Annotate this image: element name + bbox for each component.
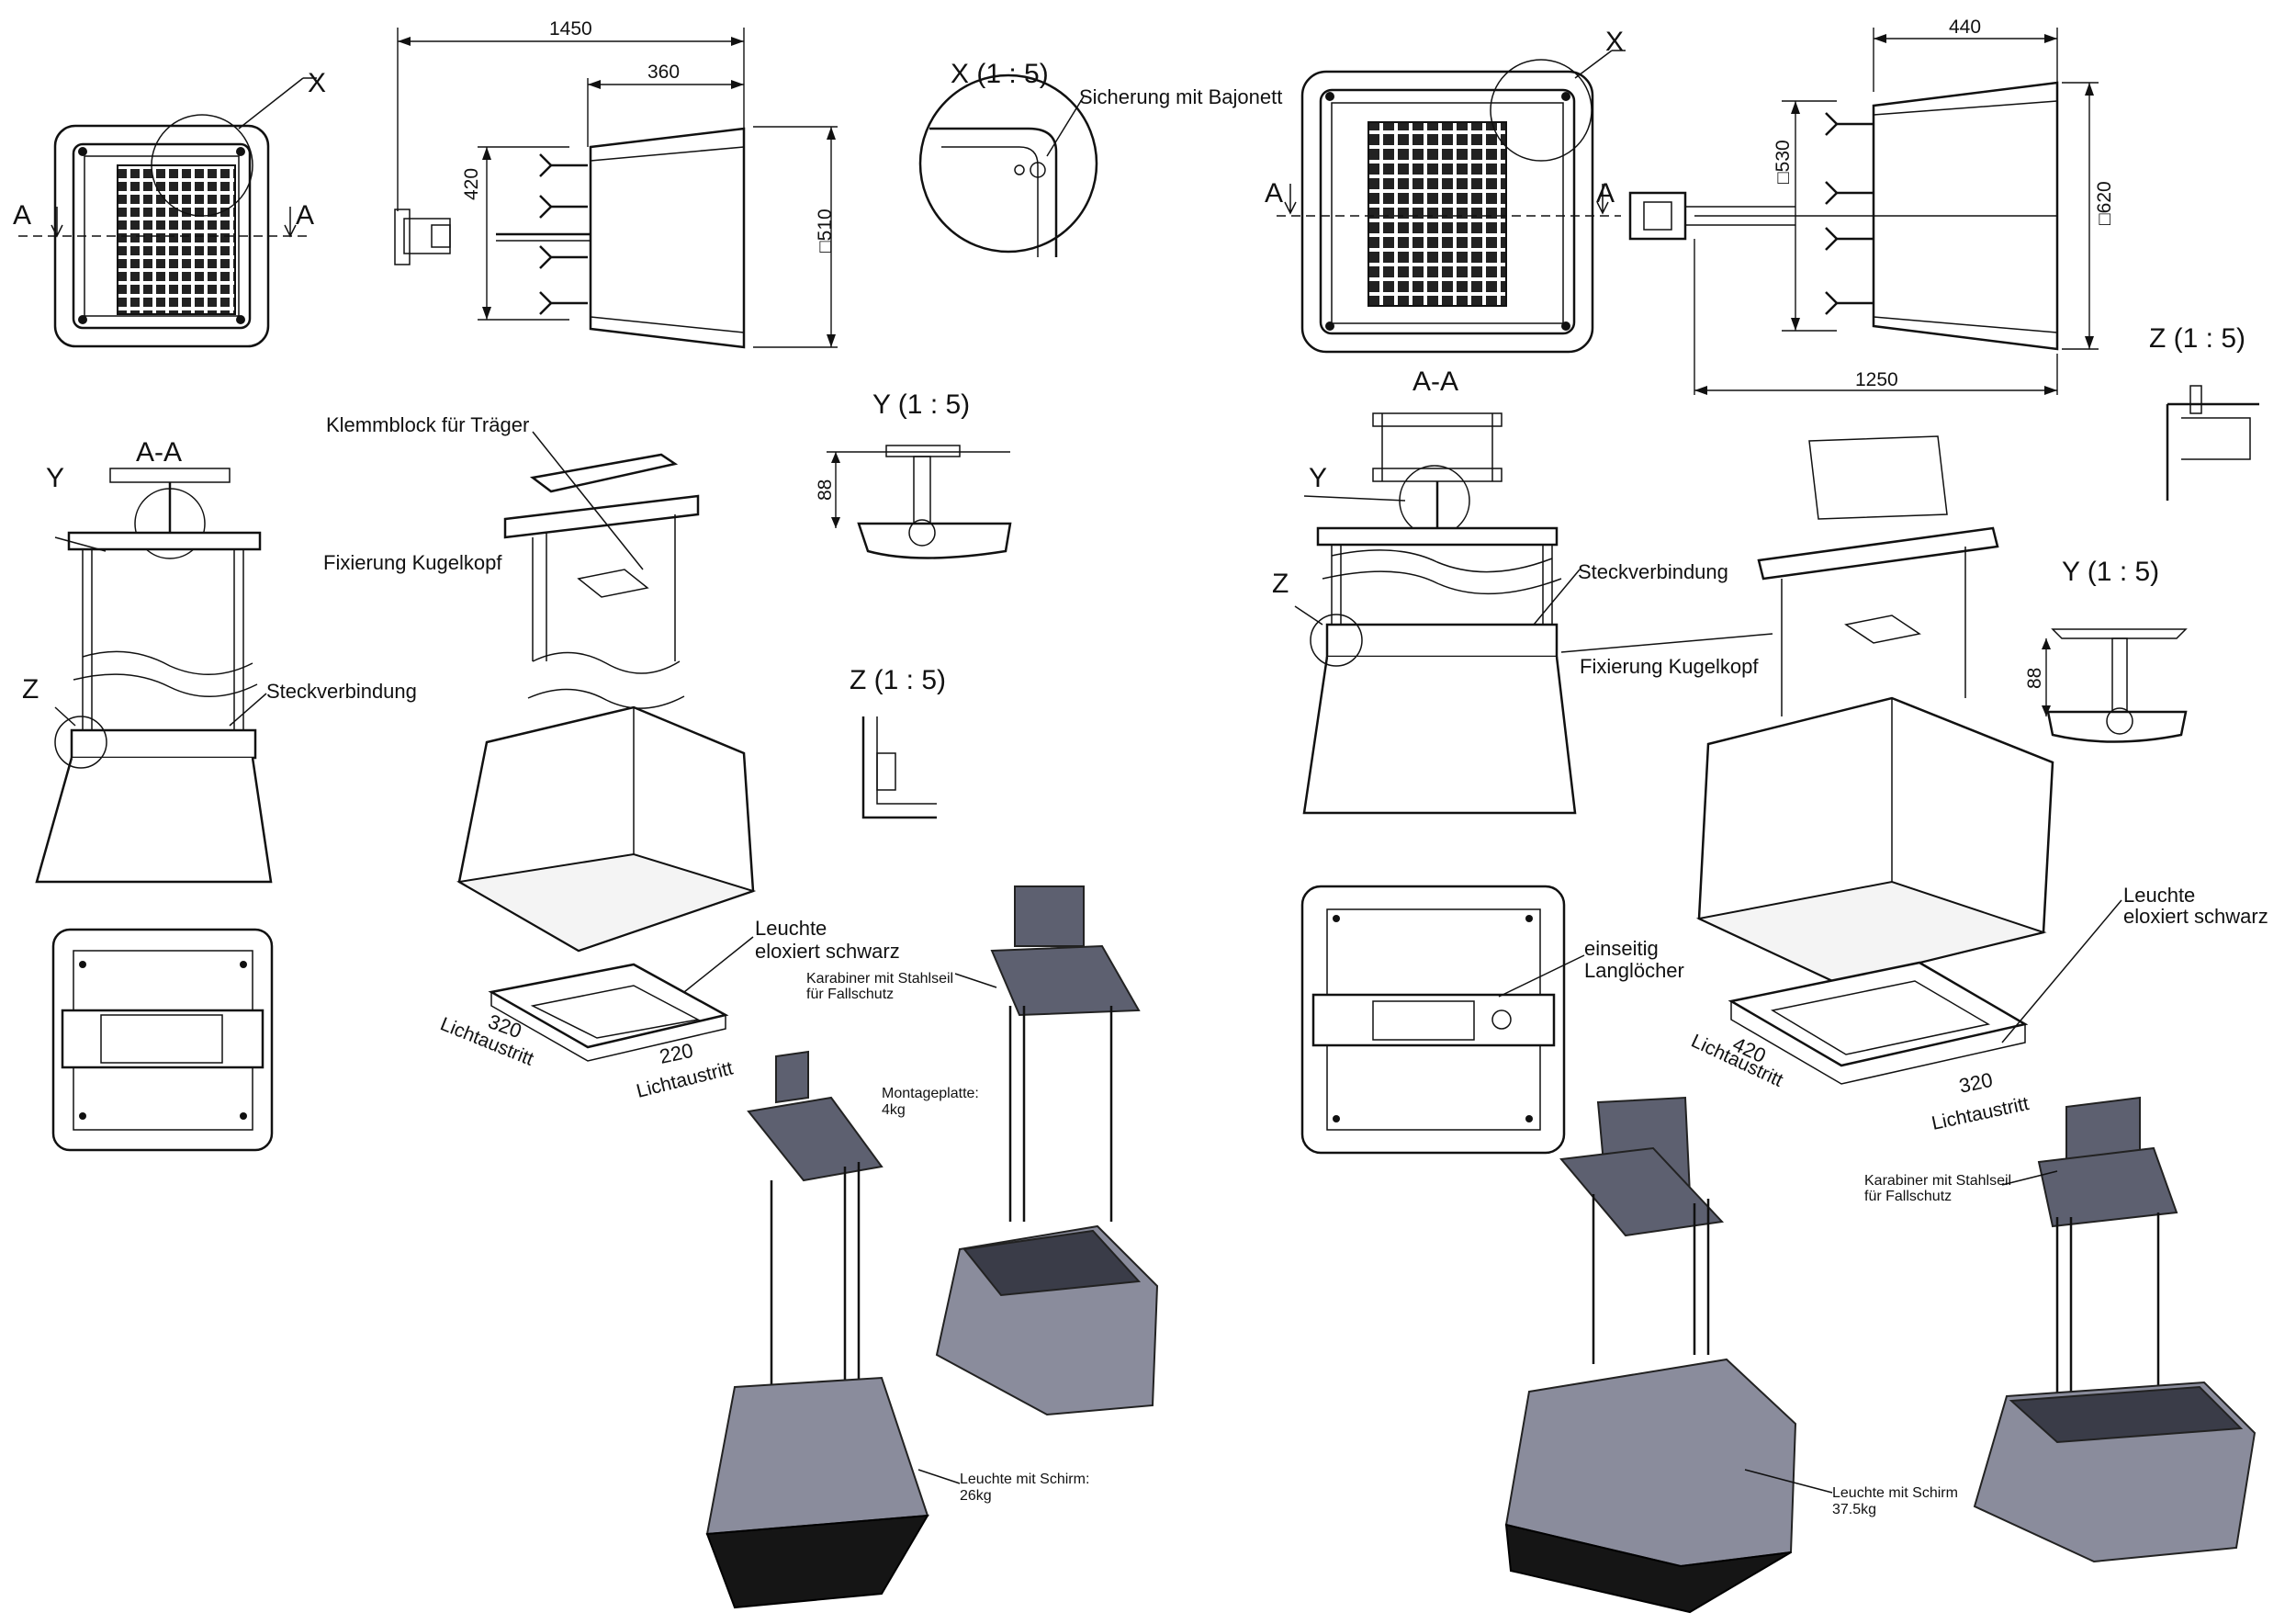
left-detail-z-title: Z (1 : 5) — [850, 665, 946, 695]
right-leuchte-1: Leuchte — [2123, 884, 2195, 907]
right-fix-label: Fixierung Kugelkopf — [1580, 655, 1759, 678]
right-schirm-1: Leuchte mit Schirm — [1832, 1485, 1958, 1501]
right-iso-right — [1973, 1096, 2257, 1563]
left-section-z-marker: Z — [22, 674, 39, 705]
right-plate-note-2: Langlöcher — [1584, 959, 1684, 982]
left-detail-x — [918, 73, 1098, 257]
right-exploded-view — [1695, 435, 2122, 1085]
left-dim-360: 360 — [647, 62, 680, 83]
right-dim-1250: 1250 — [1855, 369, 1898, 390]
right-section-title: A-A — [1412, 367, 1458, 397]
left-schirm-2: 26kg — [960, 1488, 992, 1504]
right-karabiner-1: Karabiner mit Stahlseil — [1864, 1173, 2011, 1189]
left-montage-2: 4kg — [882, 1102, 906, 1118]
right-licht-2: Lichtaustritt — [1930, 1093, 2031, 1134]
left-leuchte-1: Leuchte — [755, 917, 827, 940]
right-dim-620: □620 — [2094, 181, 2115, 225]
right-section-aa — [1294, 412, 1773, 815]
right-detail-y-title: Y (1 : 5) — [2062, 557, 2159, 587]
right-top-view — [1277, 50, 1626, 354]
left-montage-1: Montageplatte: — [882, 1086, 979, 1101]
left-dim-1450: 1450 — [549, 18, 592, 39]
right-a-right: A — [1596, 178, 1615, 209]
right-leuchte-2: eloxiert schwarz — [2123, 905, 2268, 928]
left-side-elevation — [394, 28, 838, 349]
right-detail-y — [2042, 628, 2188, 743]
left-detail-y — [827, 445, 1012, 559]
left-a-right: A — [296, 200, 314, 231]
left-iso-center — [705, 1050, 961, 1609]
left-section-y-marker: Y — [46, 463, 64, 493]
right-plate-note-1: einseitig — [1584, 937, 1659, 960]
left-fix-label: Fixierung Kugelkopf — [323, 551, 502, 574]
left-detail-x-title: X (1 : 5) — [951, 59, 1049, 89]
left-leuchte-2: eloxiert schwarz — [755, 940, 900, 963]
right-dim-320: 320 — [1957, 1068, 1995, 1098]
left-x-marker: X — [308, 68, 326, 98]
right-steck-label: Steckverbindung — [1578, 560, 1728, 583]
left-detail-y-dim: 88 — [815, 479, 836, 501]
left-detail-y-title: Y (1 : 5) — [872, 389, 970, 420]
right-detail-y-dim: 88 — [2024, 668, 2045, 689]
left-section-aa — [35, 468, 273, 884]
right-dim-440: 440 — [1949, 17, 1981, 38]
left-bottom-plate-view — [51, 928, 274, 1152]
left-detail-x-note: Sicherung mit Bajonett — [1079, 85, 1282, 108]
right-a-left: A — [1265, 178, 1283, 209]
left-steck-label: Steckverbindung — [266, 680, 417, 703]
right-schirm-2: 37.5kg — [1832, 1502, 1876, 1517]
left-dim-420: 420 — [461, 168, 482, 200]
right-dim-530: □530 — [1773, 140, 1794, 184]
right-x-marker: X — [1605, 27, 1624, 57]
right-detail-z — [2166, 385, 2259, 501]
right-karabiner-2: für Fallschutz — [1864, 1189, 1952, 1204]
left-klemm-label: Klemmblock für Träger — [326, 413, 529, 436]
left-a-left: A — [13, 200, 31, 231]
left-iso-right — [935, 885, 1159, 1416]
left-karabiner-1: Karabiner mit Stahlseil — [806, 971, 953, 987]
left-licht-2: Lichtaustritt — [635, 1058, 736, 1102]
left-top-view — [18, 77, 317, 348]
left-detail-z — [861, 716, 937, 819]
left-section-title: A-A — [136, 437, 182, 468]
right-section-z-marker: Z — [1272, 569, 1289, 599]
right-section-y-marker: Y — [1309, 463, 1327, 493]
left-exploded-view — [456, 431, 757, 1062]
right-bottom-plate-view — [1300, 885, 1585, 1155]
left-schirm-1: Leuchte mit Schirm: — [960, 1472, 1089, 1487]
right-iso-center — [1504, 1096, 1833, 1614]
right-detail-z-title: Z (1 : 5) — [2149, 323, 2245, 354]
left-dim-510: □510 — [815, 209, 836, 253]
right-side-elevation — [1628, 28, 2099, 395]
left-karabiner-2: für Fallschutz — [806, 987, 894, 1002]
